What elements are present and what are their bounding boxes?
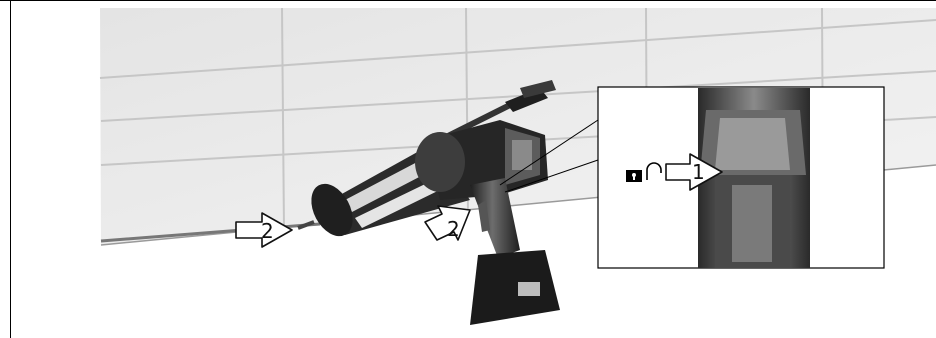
battery-pack [470, 250, 560, 325]
battery-label [518, 282, 540, 296]
inset-detail: 1 [598, 87, 884, 268]
padlock-closed-icon [626, 170, 642, 182]
barrel-ring [415, 132, 465, 192]
callout-number: 2 [447, 217, 460, 241]
callout-number: 1 [692, 160, 705, 184]
inset-trigger [732, 185, 772, 262]
callout-number: 2 [261, 219, 274, 243]
